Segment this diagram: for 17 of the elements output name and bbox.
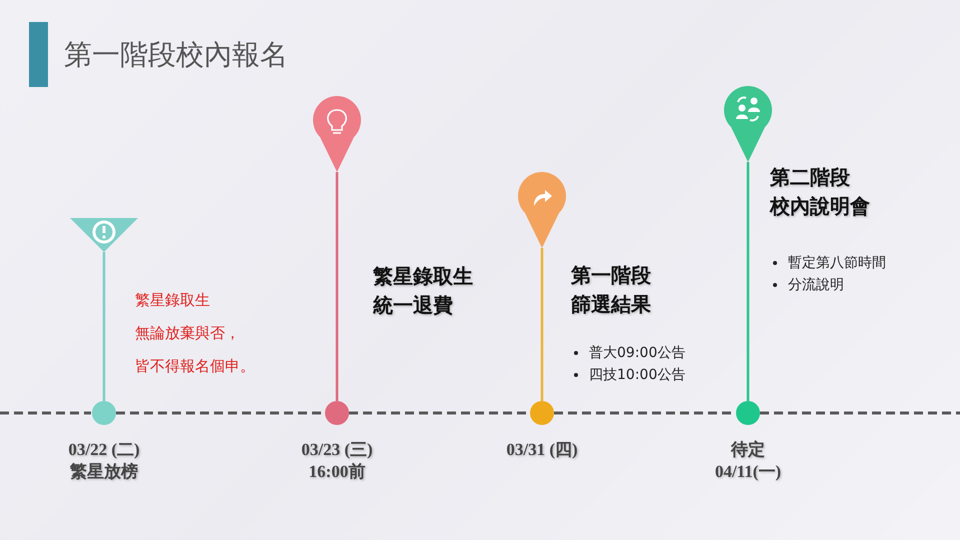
date-label: 03/22 (二) 繁星放榜 (67, 439, 141, 483)
list-item-text: 暫定第八節時間 (788, 254, 886, 273)
stem-line (540, 248, 544, 401)
stem-line (102, 252, 106, 401)
note-text: 繁星錄取生無論放棄與否，皆不得報名個申。 (135, 290, 255, 377)
date-label: 03/23 (三) 16:00前 (300, 439, 374, 483)
milestone-heading: 第一階段篩選結果 (571, 262, 651, 318)
title: 第一階段校內報名 (64, 37, 288, 73)
stem-line (746, 162, 750, 401)
date-label: 03/31 (四) (505, 439, 579, 461)
list-item-text: 四技10:00公告 (589, 366, 686, 385)
stem-line (336, 172, 338, 401)
milestone-heading: 第二階段校內說明會 (770, 164, 870, 220)
date-label: 待定 04/11(一) (714, 439, 782, 483)
milestone-heading: 繁星錄取生統一退費 (373, 263, 473, 319)
list-item-text: 分流說明 (788, 276, 844, 295)
list-item-text: 普大09:00公告 (589, 344, 686, 363)
